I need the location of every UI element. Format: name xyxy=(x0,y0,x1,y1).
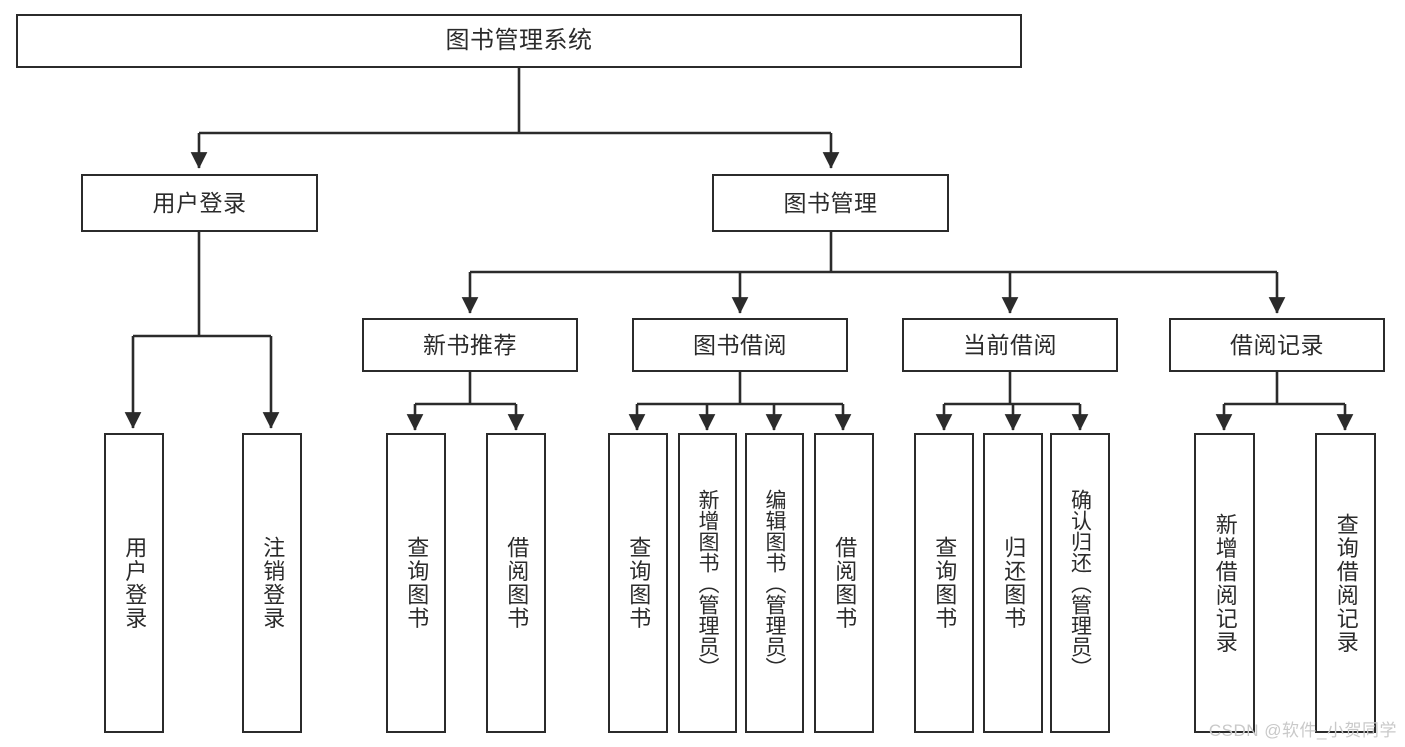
node-label: 用户登录 xyxy=(152,189,247,216)
node-label: 查询图书 xyxy=(626,536,652,630)
node-label: 图书管理 xyxy=(783,189,878,216)
leaf-confirm-return-admin[interactable]: 确认归还（管理员） xyxy=(1050,433,1110,733)
leaf-query-book-current[interactable]: 查询图书 xyxy=(914,433,974,733)
node-label: 新增图书（管理员） xyxy=(696,488,719,678)
node-user-login[interactable]: 用户登录 xyxy=(81,174,318,232)
leaf-add-book-admin[interactable]: 新增图书（管理员） xyxy=(678,433,737,733)
leaf-user-login[interactable]: 用户登录 xyxy=(104,433,164,733)
node-label: 查询借阅记录 xyxy=(1333,512,1359,654)
node-label: 注销登录 xyxy=(260,536,286,630)
leaf-query-book-borrow[interactable]: 查询图书 xyxy=(608,433,668,733)
node-label: 当前借阅 xyxy=(963,331,1057,358)
leaf-borrow-book-recommend[interactable]: 借阅图书 xyxy=(486,433,546,733)
leaf-query-borrow-record[interactable]: 查询借阅记录 xyxy=(1315,433,1376,733)
watermark: CSDN @软件_小贺同学 xyxy=(1208,721,1397,740)
node-label: 借阅图书 xyxy=(832,536,858,630)
node-book-management[interactable]: 图书管理 xyxy=(712,174,949,232)
node-label: 用户登录 xyxy=(122,536,148,630)
node-current-borrow[interactable]: 当前借阅 xyxy=(902,318,1118,372)
node-label: 图书借阅 xyxy=(693,331,787,358)
node-label: 确认归还（管理员） xyxy=(1068,488,1092,678)
node-root-system[interactable]: 图书管理系统 xyxy=(16,14,1022,68)
node-label: 借阅记录 xyxy=(1230,331,1324,358)
node-label: 新增借阅记录 xyxy=(1212,512,1238,654)
node-new-book-recommend[interactable]: 新书推荐 xyxy=(362,318,578,372)
node-label: 查询图书 xyxy=(404,536,430,630)
leaf-borrow-book[interactable]: 借阅图书 xyxy=(814,433,874,733)
node-borrow-record[interactable]: 借阅记录 xyxy=(1169,318,1385,372)
node-label: 新书推荐 xyxy=(423,331,517,358)
leaf-add-borrow-record[interactable]: 新增借阅记录 xyxy=(1194,433,1255,733)
node-label: 借阅图书 xyxy=(504,536,530,630)
node-label: 归还图书 xyxy=(1001,536,1027,630)
leaf-query-book-recommend[interactable]: 查询图书 xyxy=(386,433,446,733)
leaf-return-book[interactable]: 归还图书 xyxy=(983,433,1043,733)
node-label: 编辑图书（管理员） xyxy=(763,488,786,678)
node-book-borrow[interactable]: 图书借阅 xyxy=(632,318,848,372)
leaf-edit-book-admin[interactable]: 编辑图书（管理员） xyxy=(745,433,804,733)
leaf-logout[interactable]: 注销登录 xyxy=(242,433,302,733)
node-label: 图书管理系统 xyxy=(445,27,593,55)
node-label: 查询图书 xyxy=(932,536,958,630)
